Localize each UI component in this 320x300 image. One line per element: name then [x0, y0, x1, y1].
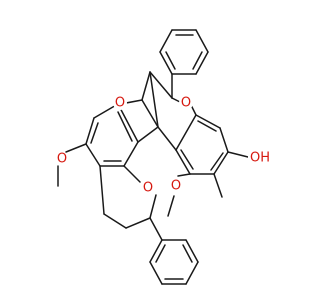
methoxy-left-oxygen-label: O: [57, 152, 67, 167]
chromane-ring: [99, 165, 157, 229]
methoxy-right-oxygen-label: O: [171, 179, 181, 194]
atom-labels: O O O O O OH: [55, 96, 272, 196]
molecule-structure: O O O O O OH: [55, 29, 272, 285]
ring-oxygen-right-label: O: [181, 96, 191, 111]
hydroxyl-label: OH: [250, 151, 270, 166]
pyran-oxygen-label: O: [143, 181, 153, 196]
left-aromatic-ring: [57, 103, 159, 187]
ring-oxygen-left-label: O: [115, 96, 125, 111]
right-aromatic-ring: [157, 102, 249, 217]
bicyclic-bridge: [125, 71, 183, 128]
phenyl-top: [159, 29, 209, 75]
phenyl-bottom: [149, 217, 199, 285]
